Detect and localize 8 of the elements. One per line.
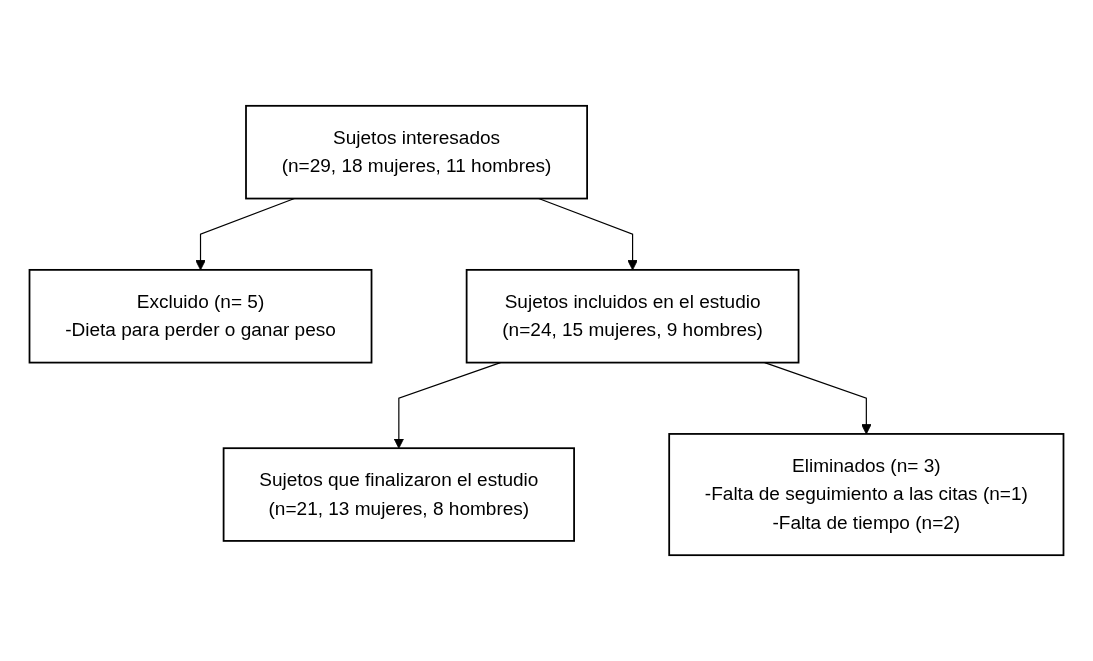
node-box: Sujetos que finalizaron el estudio (n=21, 13 mujeres, 8 hombres) (222, 447, 575, 542)
node-box: Eliminados (n= 3) -Falta de seguimiento a las citas (n=1) -Falta de tiempo (n=2) (668, 433, 1065, 557)
arrow (538, 197, 638, 271)
arrow (764, 362, 872, 435)
node-box: Sujetos incluidos en el estudio (n=24, 15 mujeres, 9 hombres) (465, 269, 800, 364)
arrow (393, 362, 502, 449)
node-box: Sujetos interesados (n=29, 18 mujeres, 11 hombres) (245, 104, 588, 200)
node-box: Excluido (n= 5) -Dieta para perder o ganar peso (28, 269, 373, 364)
